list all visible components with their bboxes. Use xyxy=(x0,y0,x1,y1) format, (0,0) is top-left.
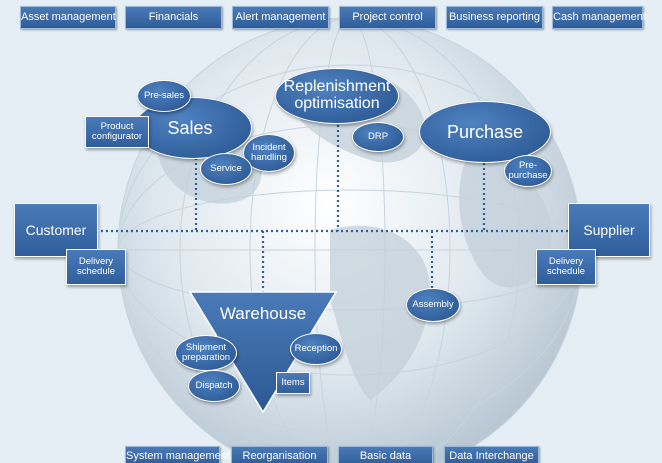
node-items[interactable]: Items xyxy=(276,372,310,394)
tab-business-reporting[interactable]: Business reporting xyxy=(446,6,543,29)
node-shipment-preparation[interactable]: Shipment preparation xyxy=(175,335,237,371)
node-reception[interactable]: Reception xyxy=(290,333,342,365)
node-supplier-delivery-schedule[interactable]: Delivery schedule xyxy=(536,249,596,285)
node-replenishment-optimisation[interactable]: Replenishment optimisation xyxy=(275,68,399,124)
tab-asset-management[interactable]: Asset management xyxy=(20,6,116,29)
tab-reorganisation[interactable]: Reorganisation xyxy=(231,446,328,463)
node-supplier[interactable]: Supplier xyxy=(568,203,650,257)
tab-project-control[interactable]: Project control xyxy=(339,6,436,29)
node-drp[interactable]: DRP xyxy=(352,122,404,152)
tab-basic-data[interactable]: Basic data xyxy=(338,446,433,463)
node-customer[interactable]: Customer xyxy=(14,203,98,257)
tab-cash-management[interactable]: Cash management xyxy=(552,6,646,29)
node-pre-purchase[interactable]: Pre-purchase xyxy=(504,155,552,187)
tab-alert-management[interactable]: Alert management xyxy=(232,6,329,29)
node-pre-sales[interactable]: Pre-sales xyxy=(137,80,191,112)
node-purchase[interactable]: Purchase xyxy=(419,101,551,163)
tab-system-management[interactable]: System management xyxy=(125,446,230,463)
tab-data-interchange[interactable]: Data Interchange xyxy=(444,446,539,463)
node-assembly[interactable]: Assembly xyxy=(406,288,460,322)
node-warehouse: Warehouse xyxy=(219,304,307,323)
node-service[interactable]: Service xyxy=(200,153,252,185)
tab-financials[interactable]: Financials xyxy=(125,6,222,29)
node-customer-delivery-schedule[interactable]: Delivery schedule xyxy=(66,249,126,285)
node-product-configurator[interactable]: Product configurator xyxy=(85,116,149,148)
node-dispatch[interactable]: Dispatch xyxy=(188,370,240,402)
